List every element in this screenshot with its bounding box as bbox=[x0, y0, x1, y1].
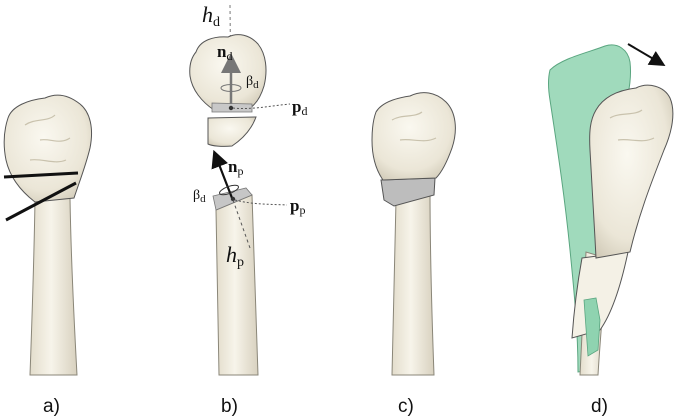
panel-b-wedge bbox=[207, 116, 257, 147]
h-p-axis bbox=[232, 199, 251, 249]
panel-c-bone bbox=[371, 92, 456, 376]
panel-b-proximal-shaft bbox=[215, 194, 259, 376]
panel-label-d: d) bbox=[591, 396, 608, 417]
panel-c-distal-head bbox=[371, 92, 456, 181]
label-p-p: pp bbox=[290, 196, 305, 217]
label-h-p: hp bbox=[226, 242, 244, 270]
panel-a-cut-line-1 bbox=[3, 171, 79, 179]
panel-c-shaft bbox=[391, 187, 435, 376]
p-p-point bbox=[230, 196, 236, 202]
panel-d-bone bbox=[548, 43, 674, 376]
label-h-d: hd bbox=[202, 2, 220, 30]
panel-a-cut-line-2 bbox=[5, 181, 77, 222]
panel-b-diagram: hd nd βd pd np βd pp hp bbox=[189, 2, 307, 376]
label-beta-d-bottom: βd bbox=[193, 188, 206, 205]
label-n-p: np bbox=[228, 157, 243, 178]
panel-d-direction-arrow bbox=[627, 43, 666, 67]
panel-d-corrected-distal bbox=[589, 84, 674, 259]
panel-a-shaft bbox=[29, 197, 78, 376]
label-p-d: pd bbox=[292, 97, 307, 118]
n-p-arrow bbox=[211, 149, 234, 199]
beta-d-top-rotation bbox=[220, 84, 242, 92]
panel-c-head-detail bbox=[391, 111, 437, 142]
panel-a-head-detail bbox=[24, 114, 71, 163]
panel-b-distal-head bbox=[189, 34, 267, 111]
p-d-leader bbox=[232, 103, 291, 109]
beta-d-bottom-rotation bbox=[219, 184, 239, 196]
panel-d-head-detail bbox=[609, 109, 655, 142]
panel-a-distal-head bbox=[3, 94, 93, 203]
label-n-d: nd bbox=[217, 42, 232, 63]
panel-label-a: a) bbox=[43, 396, 60, 417]
label-beta-d-top: βd bbox=[246, 74, 259, 91]
p-d-point bbox=[228, 105, 234, 111]
panel-d-green-fragment bbox=[583, 297, 601, 357]
panel-label-c: c) bbox=[398, 396, 414, 417]
panel-label-b: b) bbox=[221, 396, 238, 417]
p-p-leader bbox=[234, 199, 288, 206]
panel-a-bone bbox=[3, 94, 93, 376]
